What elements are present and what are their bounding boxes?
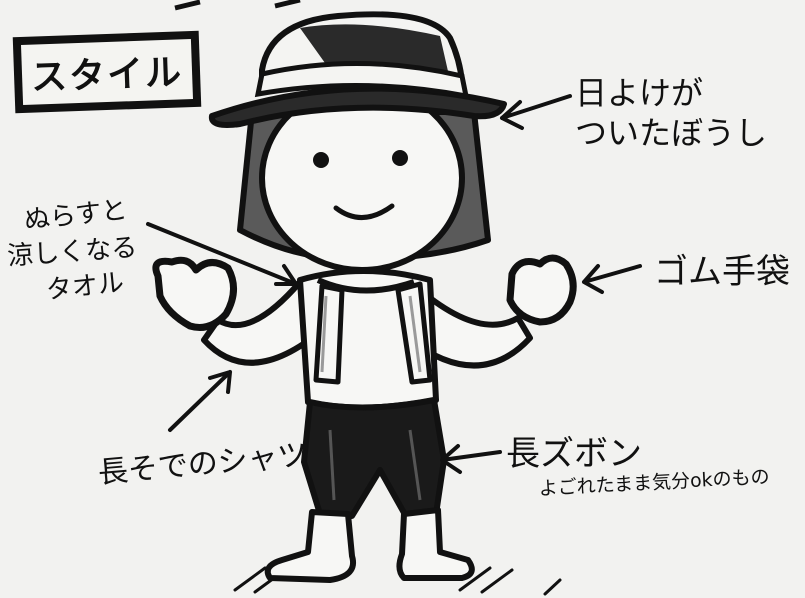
left-arm [201,279,325,366]
title-frame: スタイル [12,30,202,114]
right-glove [506,254,577,326]
top-scribble [174,0,301,11]
left-eye [313,152,329,168]
hat-label-line1: 日よけが [575,74,704,112]
towel-arrow [146,222,298,286]
gloves-label: ゴム手袋 [654,252,790,292]
annotation-arrows [146,94,642,474]
right-eye [392,150,408,166]
pants-label-line1: 長ズボン [506,434,642,474]
right-boot [396,507,475,581]
hat [208,11,507,128]
right-arm [407,287,533,369]
left-glove [152,256,237,331]
pants-arrow [440,444,502,474]
page-title: スタイル [30,52,184,99]
shirt-arrow [168,370,232,432]
left-boot [264,509,356,583]
hat-arrow [500,94,572,130]
title-inner: スタイル [21,39,193,105]
pants [301,397,447,523]
smile [333,203,395,220]
hat-label-line2: ついたぼうし [575,114,768,152]
gloves-arrow [582,264,642,294]
towel [313,277,433,385]
